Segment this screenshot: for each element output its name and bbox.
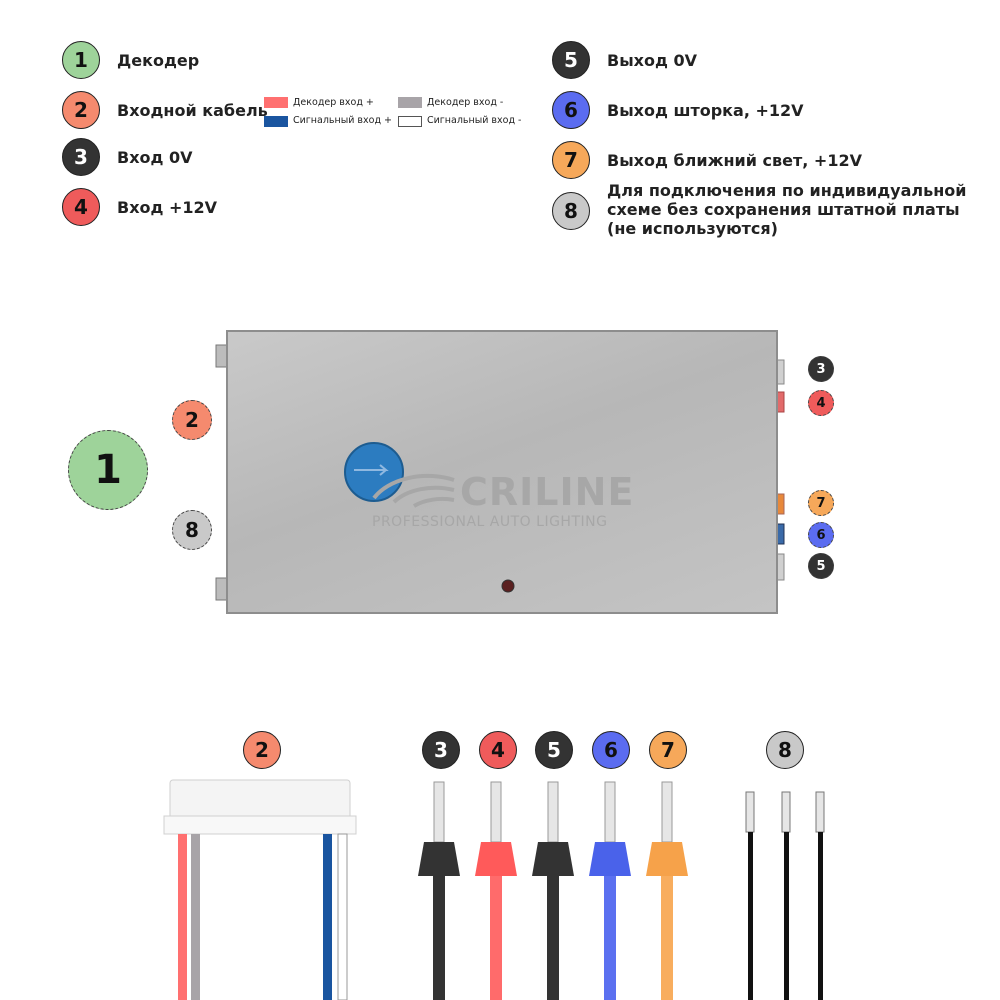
callout-decoder: 1 <box>68 430 148 510</box>
wire-badge-8: 8 <box>766 731 804 769</box>
decoder-box <box>226 330 778 614</box>
legend-label-1: Декодер <box>117 51 200 70</box>
badge-3: 3 <box>62 138 100 176</box>
wire-badge-6: 6 <box>592 731 630 769</box>
legend-label-7: Выход ближний свет, +12V <box>607 151 862 170</box>
legend-label-8: Для подключения по индивидуальной схеме … <box>607 181 967 239</box>
wire-badge-7: 7 <box>649 731 687 769</box>
wire-badge-4: 4 <box>479 731 517 769</box>
legend-label-2: Входной кабель <box>117 101 268 120</box>
callout-low-beam: 7 <box>808 490 834 516</box>
callout-shutter: 6 <box>808 522 834 548</box>
swatch-decoder-minus <box>398 97 422 108</box>
wire-badge-2: 2 <box>243 731 281 769</box>
badge-5: 5 <box>552 41 590 79</box>
brand-name: CRILINE <box>460 470 635 514</box>
swatch-signal-minus <box>398 116 422 127</box>
swatch-label-decoder-plus: Декодер вход + <box>293 97 374 108</box>
thin-wires <box>745 791 825 1000</box>
wire-badge-5: 5 <box>535 731 573 769</box>
legend-label-4: Вход +12V <box>117 198 218 217</box>
legend-label-5: Выход 0V <box>607 51 697 70</box>
input-cable-connector <box>163 779 357 1000</box>
badge-8: 8 <box>552 192 590 230</box>
legend-label-6: Выход шторка, +12V <box>607 101 804 120</box>
swatch-label-decoder-minus: Декодер вход - <box>427 97 504 108</box>
decoder-device: CRILINE PROFESSIONAL AUTO LIGHTING <box>215 330 785 616</box>
swatch-label-signal-minus: Сигнальный вход - <box>427 115 522 126</box>
badge-6: 6 <box>552 91 590 129</box>
ferrule-wires <box>418 781 688 1000</box>
swatch-signal-plus <box>264 116 288 127</box>
badge-4: 4 <box>62 188 100 226</box>
brand-tagline: PROFESSIONAL AUTO LIGHTING <box>372 514 608 530</box>
wire-badge-3: 3 <box>422 731 460 769</box>
swatch-label-signal-plus: Сигнальный вход + <box>293 115 392 126</box>
callout-in-12v: 4 <box>808 390 834 416</box>
callout-out-0v: 5 <box>808 553 834 579</box>
badge-2: 2 <box>62 91 100 129</box>
callout-unused: 8 <box>172 510 212 550</box>
decoder-logo-graphics <box>344 442 515 593</box>
badge-1: 1 <box>62 41 100 79</box>
legend-label-3: Вход 0V <box>117 148 193 167</box>
swatch-decoder-plus <box>264 97 288 108</box>
badge-7: 7 <box>552 141 590 179</box>
callout-input-cable: 2 <box>172 400 212 440</box>
callout-in-0v: 3 <box>808 356 834 382</box>
